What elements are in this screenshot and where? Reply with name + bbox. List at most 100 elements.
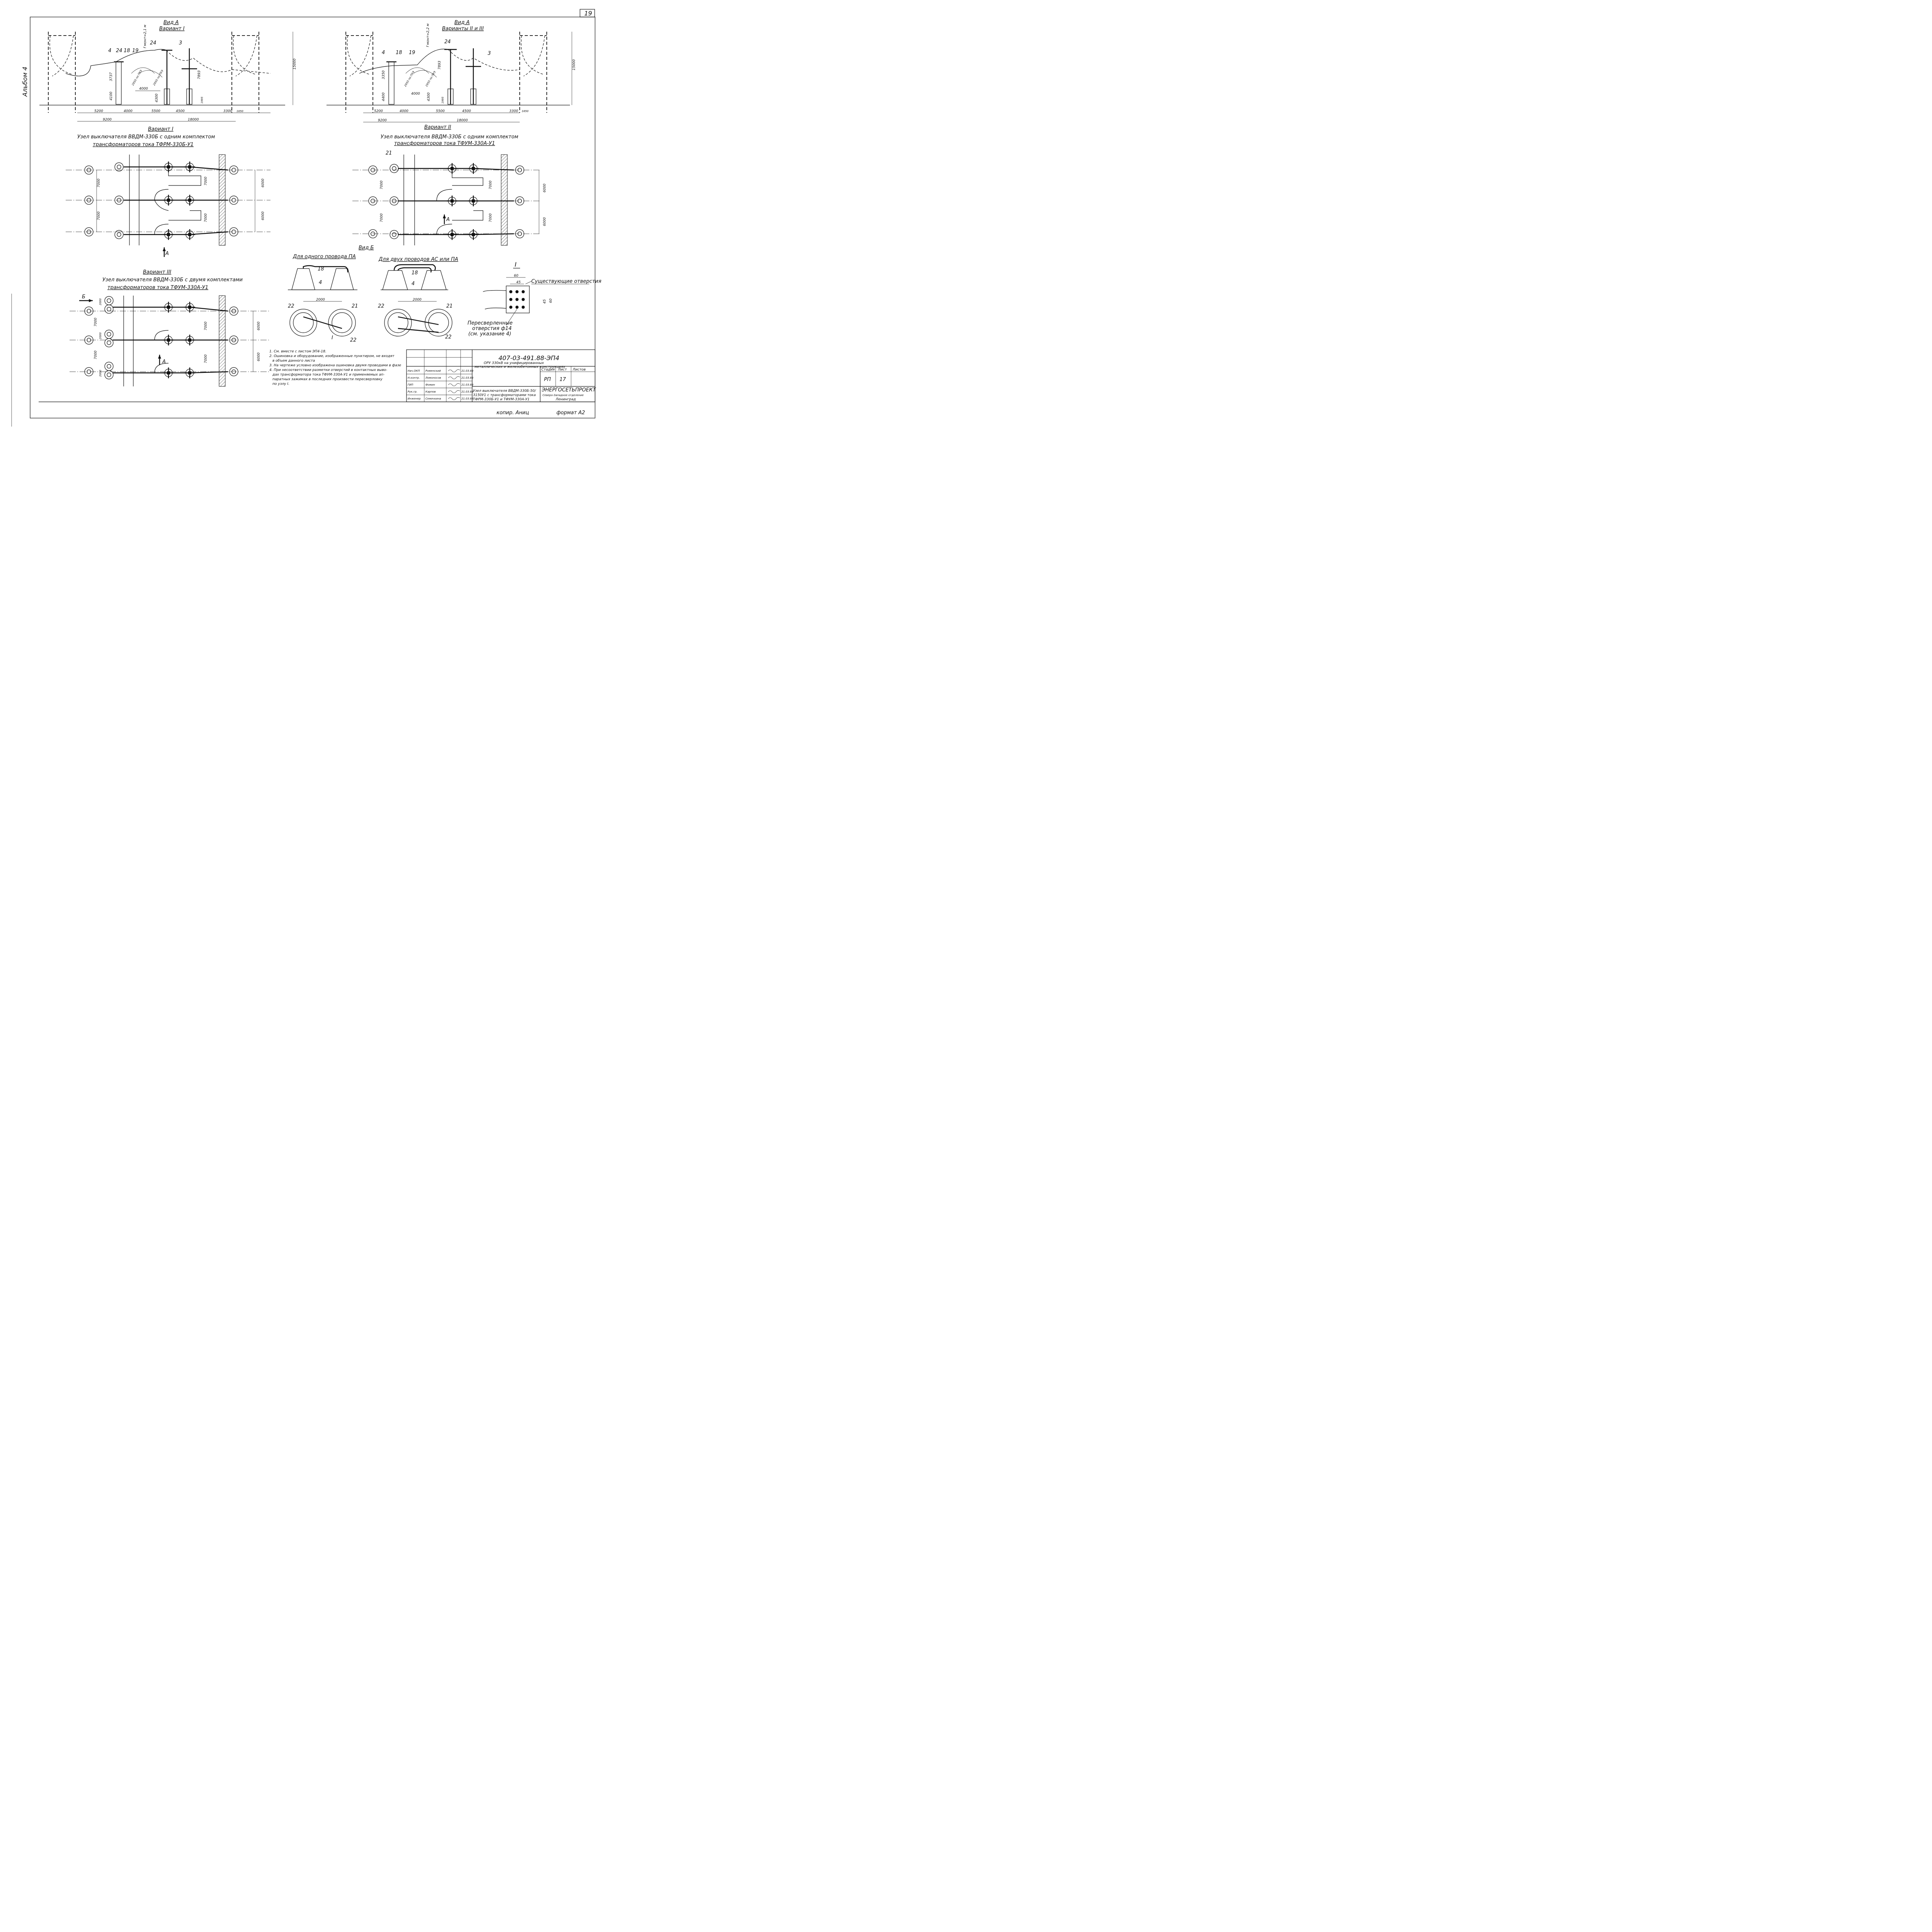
album-label: Альбом 4 [21, 66, 29, 97]
date-4: 21.03.88 [461, 397, 474, 400]
view-b-two-wires: Для двух проводов АС или ПА [378, 257, 458, 262]
vb-callout-22b: 22 [350, 337, 357, 343]
doc-code: 407-03-491.88-ЭП4 [498, 354, 560, 362]
stage-header: Стадия [541, 368, 555, 372]
v1-dim2: 7000 [204, 177, 208, 185]
r-dim-h2: 5500 [436, 109, 445, 113]
r-dim-v1: 4400 [382, 92, 386, 101]
desc-2: 3150У1 с трансформаторами тока [473, 393, 536, 397]
dim-h1: 4000 [124, 109, 133, 113]
dim-v3: 4300 [155, 94, 159, 102]
r-callout-3: 3 [488, 51, 491, 56]
variant3-line2: трансформаторов тока ТФУМ-330А-У1 [107, 285, 208, 291]
view-a-variant2-3: Вид А Варианты II и III 4 18 19 24 3 f м… [327, 20, 576, 122]
callout-3: 3 [179, 40, 182, 46]
callout-4: 4 [108, 48, 111, 54]
variant3-line1: Узел выключателя ВВДМ-330Б с двумя компл… [102, 277, 243, 283]
date-2: 21.03.88 [461, 383, 474, 386]
r-callout-4: 4 [382, 50, 385, 56]
view-a-variant1: Вид А Вариант I 4 24 18 19 24 3 f мон [39, 20, 297, 122]
date-0: 21.03.88 [461, 369, 474, 372]
org-2: Северо-Западное отделение [543, 394, 583, 397]
v2-dim1: 7000 [380, 213, 384, 222]
fmount-label: f монт=2,1 м [143, 25, 147, 48]
v3-dim3: 6000 [257, 352, 261, 361]
r-dim-v4: 1995 [441, 97, 444, 104]
v1-arrow-a: А [165, 251, 169, 257]
view-b: Вид Б Для одного провода ПА Для двух про… [288, 245, 458, 343]
r-dim-v0: 3350 [382, 70, 386, 79]
ct-left [182, 48, 197, 105]
breaker-right [444, 49, 457, 105]
note-5: дах трансформатора тока ТФУМ-330А-У1 и п… [272, 373, 384, 377]
date-1: 21.03.88 [461, 376, 474, 379]
v3-dim-s1: 7000 [94, 318, 98, 327]
r-dim-h0: 5200 [374, 109, 383, 113]
v3-dim-s2: 2000 [99, 332, 102, 339]
v2-callout-21: 21 [386, 150, 392, 156]
v2-phases [368, 162, 524, 241]
r-fmount-label: f монт=2,2 м [426, 24, 430, 47]
role-4: Инженер [408, 397, 421, 400]
r-dim-arc1: 2950 по ПУЭ [425, 70, 437, 87]
dim-h7: 18000 [188, 118, 199, 122]
dim-v5: 15000 [293, 58, 297, 70]
r-dim-h3: 4500 [462, 109, 471, 113]
view-b-one-wire: Для одного провода ПА [293, 254, 356, 260]
dim-h0: 5200 [94, 109, 103, 113]
page-number: 19 [584, 10, 592, 17]
r-callout-19: 19 [409, 50, 415, 56]
v3-dim2: 6000 [257, 321, 261, 330]
v2-arrow-a: А [446, 217, 450, 223]
variant1-line2: трансформаторов тока ТФРМ-330Б-У1 [93, 142, 194, 148]
name-2: Фомин [425, 383, 435, 386]
vb-node-ref: I [332, 335, 333, 341]
dim-h5: 1650 [236, 110, 243, 113]
org-3: Ленинград [555, 398, 576, 401]
r-dim-h1: 4000 [400, 109, 408, 113]
note-7: по узлу I. [272, 382, 289, 386]
dim-h2: 5500 [151, 109, 160, 113]
breaker-left [162, 49, 172, 105]
vb-callout-21a: 21 [352, 303, 358, 309]
dim-v4: 1995 [201, 97, 204, 104]
note-4: 4. При несоответствии разметки отверстий… [269, 368, 387, 372]
v3-dim-s4: 2000 [99, 370, 102, 377]
v3-dim0: 7000 [204, 321, 208, 330]
v3-dim-s3: 7000 [94, 350, 98, 359]
drawing-sheet: 19 Альбом 4 копир. Аниц формат А2 Вид А … [11, 9, 601, 427]
v2-dim3: 7000 [489, 213, 493, 222]
r-dim-h7: 18000 [457, 119, 468, 122]
node-i-title: I [515, 261, 517, 268]
v3-arrow-b: Б [82, 294, 85, 300]
dim-h6: 9200 [103, 118, 112, 122]
r-dim-v2: 7893 [438, 61, 442, 70]
view-b-title: Вид Б [359, 245, 374, 251]
desc-3: ТФРМ-330Б-У1 и ТФУМ-330А-У1 [473, 398, 530, 401]
dim-h3: 4500 [176, 109, 185, 113]
callout-19: 19 [132, 48, 139, 54]
copy-label: копир. Аниц [497, 410, 529, 416]
vb-callout-18a: 18 [318, 266, 324, 272]
project-1: ОРУ 330кВ на унифицированных [484, 361, 544, 365]
v1-phase-c [84, 224, 238, 241]
variant3-plan: Вариант III Узел выключателя ВВДМ-330Б с… [70, 269, 270, 387]
org-1: ЭНЕРГОСЕТЬПРОЕКТ [541, 387, 596, 393]
sheet-value: 17 [560, 377, 566, 383]
variant1-plan: Вариант I Узел выключателя ВВДМ-330Б с о… [66, 126, 270, 257]
variant1-title: Вариант I [148, 126, 173, 132]
view-a-left-title: Вид А [163, 20, 179, 26]
sheets-header: Листов [572, 368, 586, 372]
variant2-line1: Узел выключателя ВВДМ-330Б с одним компл… [381, 134, 518, 140]
v3-arrow-a: А [162, 359, 166, 365]
redrilled-1: Пересверленные [468, 320, 513, 326]
view-a-right-title: Вид А [454, 20, 469, 26]
disconnector-right [386, 61, 396, 105]
signatures [448, 369, 460, 400]
name-3: Карпов [425, 390, 436, 393]
v2-dim2: 7000 [489, 180, 493, 189]
project-2: металлических и железобетонных конструкц… [474, 365, 565, 369]
v1-dim1: 7000 [97, 211, 101, 220]
dim-h4: 3300 [223, 109, 232, 113]
note-0: 1. См. вместе с листом ЭП4-18. [269, 350, 327, 354]
